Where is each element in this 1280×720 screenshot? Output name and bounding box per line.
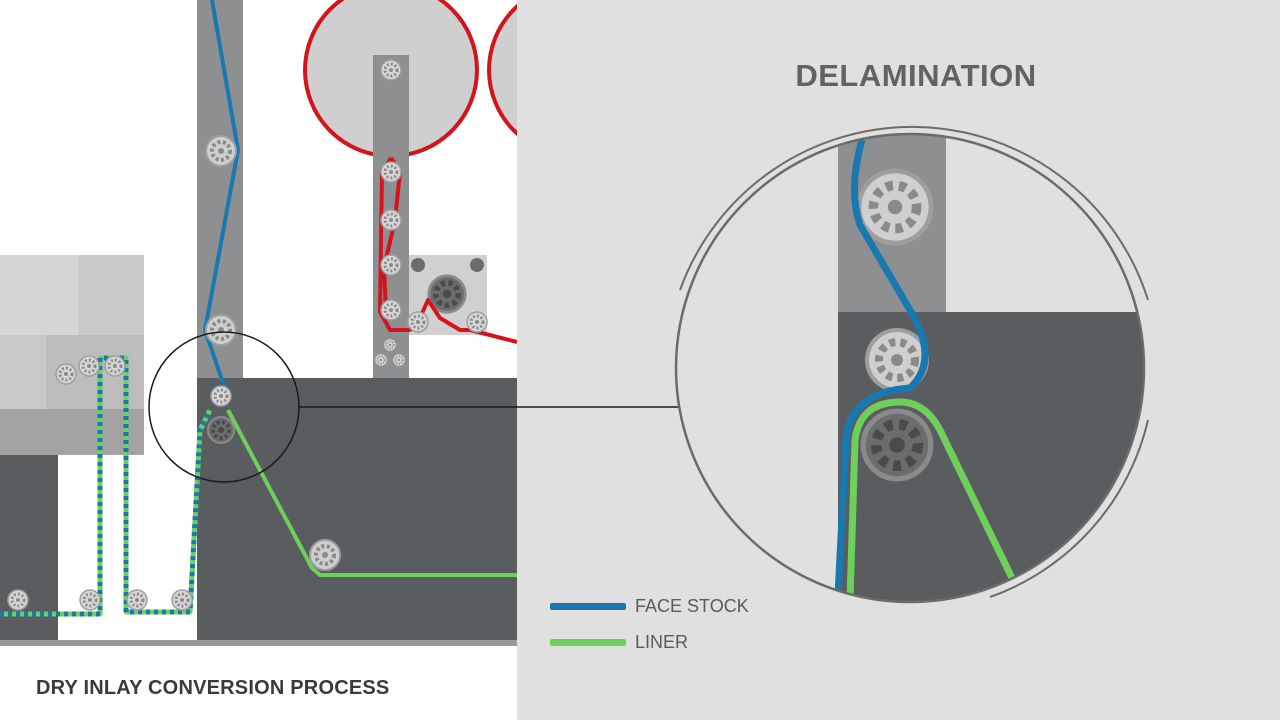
legend-label-face-stock: FACE STOCK	[635, 595, 749, 616]
zoom-outer-arc	[679, 125, 1149, 301]
zoom-circle	[674, 132, 1146, 604]
zoom-view	[676, 134, 1144, 602]
machine-base	[197, 378, 517, 645]
legend-item-face-stock: FACE STOCK	[550, 596, 749, 616]
liner-web	[226, 409, 517, 577]
legend-swatch-face-stock	[550, 602, 626, 610]
machine-overview	[0, 0, 517, 646]
process-title: DRY INLAY CONVERSION PROCESS	[36, 677, 390, 699]
legend-item-liner: LINER	[550, 632, 688, 652]
legend-label-liner: LINER	[635, 631, 689, 652]
legend-swatch-liner	[550, 638, 626, 646]
detail-title: DELAMINATION	[795, 58, 1037, 93]
